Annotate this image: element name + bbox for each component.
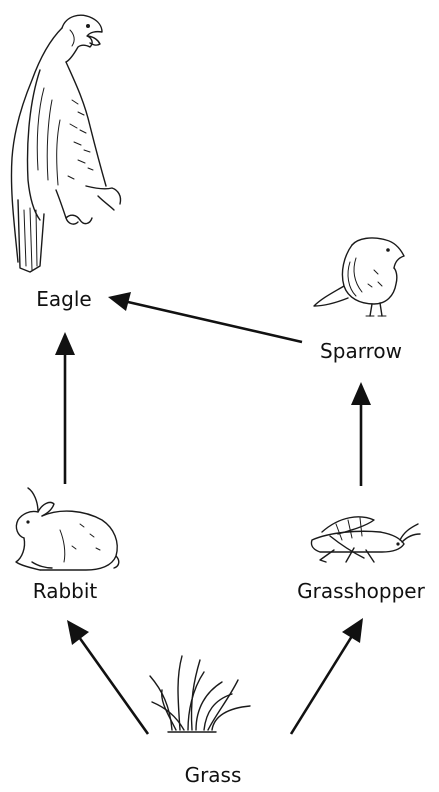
sparrow-illustration bbox=[314, 238, 404, 316]
grass-illustration bbox=[150, 656, 250, 732]
eagle-label: Eagle bbox=[36, 287, 91, 311]
arrow-grass-to-rabbit bbox=[67, 620, 148, 734]
rabbit-illustration bbox=[16, 488, 119, 570]
rabbit-label: Rabbit bbox=[33, 579, 98, 603]
arrow-grass-to-grasshopper bbox=[291, 618, 363, 734]
arrow-sparrow-to-eagle bbox=[108, 292, 302, 342]
sparrow-label: Sparrow bbox=[320, 339, 402, 363]
grasshopper-label: Grasshopper bbox=[297, 579, 425, 603]
arrow-grasshopper-to-sparrow bbox=[351, 382, 371, 486]
grass-label: Grass bbox=[185, 763, 242, 787]
arrow-rabbit-to-eagle bbox=[55, 332, 75, 484]
eagle-illustration bbox=[11, 15, 120, 272]
grasshopper-illustration bbox=[311, 517, 420, 562]
